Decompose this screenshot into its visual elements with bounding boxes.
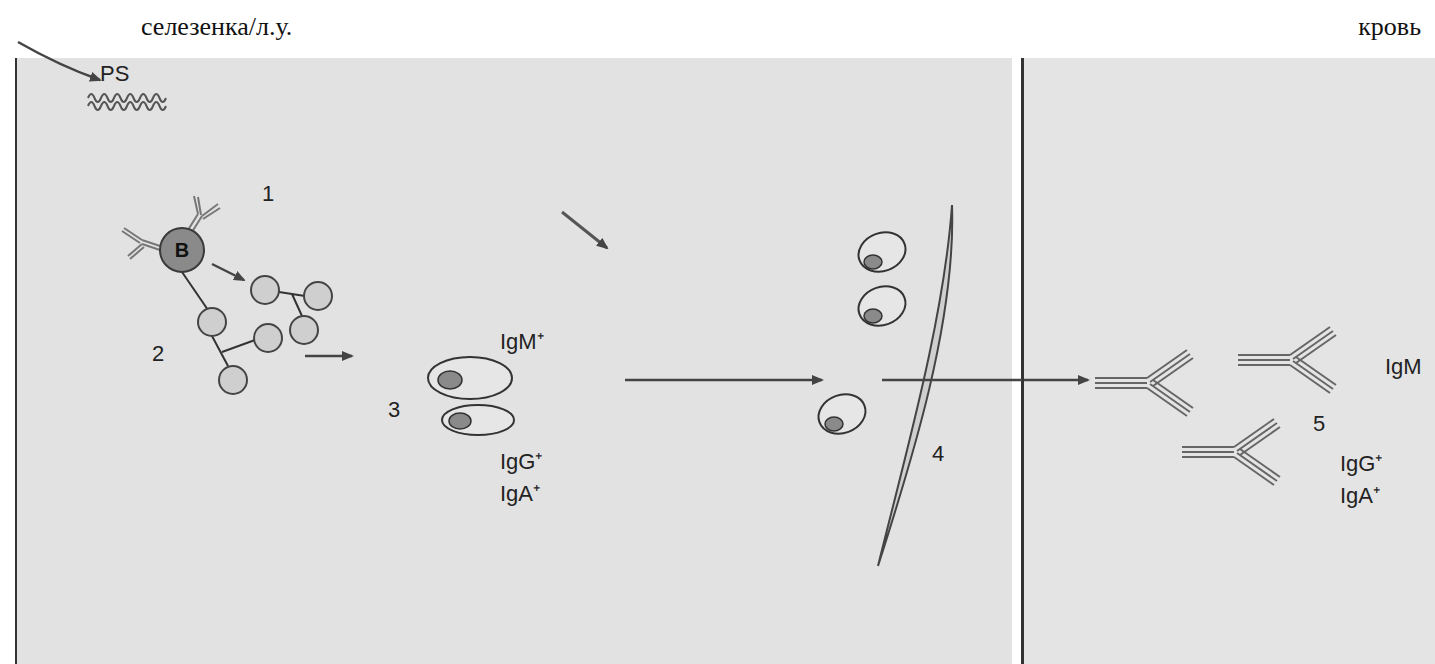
cell-letter: B bbox=[175, 239, 189, 262]
region-panel: селезенка/л.у.B bbox=[15, 58, 1012, 664]
arrow bbox=[212, 264, 244, 280]
callout-number: 4 bbox=[932, 442, 944, 466]
callout-number: 2 bbox=[152, 342, 164, 366]
label: IgG⁺ bbox=[500, 450, 542, 474]
b-cell: B bbox=[159, 227, 205, 273]
label: IgA⁺ bbox=[1340, 484, 1380, 508]
label: IgM bbox=[1385, 355, 1422, 379]
plasma-cell bbox=[813, 226, 911, 440]
spleen-ground bbox=[16, 58, 1012, 664]
region-heading: кровь bbox=[1358, 12, 1421, 42]
receptor bbox=[122, 228, 160, 259]
antibody bbox=[1095, 350, 1193, 416]
label: IgM⁺ bbox=[500, 330, 544, 354]
label: IgA⁺ bbox=[500, 482, 540, 506]
receptor bbox=[188, 196, 220, 232]
arrow bbox=[625, 379, 822, 382]
polysaccharide bbox=[88, 94, 166, 102]
polysaccharide bbox=[88, 102, 166, 110]
label: PS bbox=[100, 62, 129, 86]
callout-number: 1 bbox=[262, 182, 274, 206]
label: IgG⁺ bbox=[1340, 452, 1382, 476]
daughter-cell bbox=[198, 276, 332, 394]
callout-number: 3 bbox=[388, 398, 400, 422]
region-heading: селезенка/л.у. bbox=[141, 12, 292, 42]
proliferation-lines bbox=[182, 272, 305, 366]
arrow bbox=[882, 379, 1088, 382]
blood-ground bbox=[1023, 58, 1435, 664]
plasmablast bbox=[428, 357, 514, 435]
region-panel: кровь bbox=[1022, 58, 1435, 664]
antibody bbox=[1182, 419, 1280, 485]
arrow bbox=[305, 355, 352, 358]
arrow bbox=[562, 212, 607, 248]
callout-number: 5 bbox=[1313, 412, 1325, 436]
antibody bbox=[1238, 327, 1336, 393]
entry-arrow bbox=[18, 42, 100, 80]
